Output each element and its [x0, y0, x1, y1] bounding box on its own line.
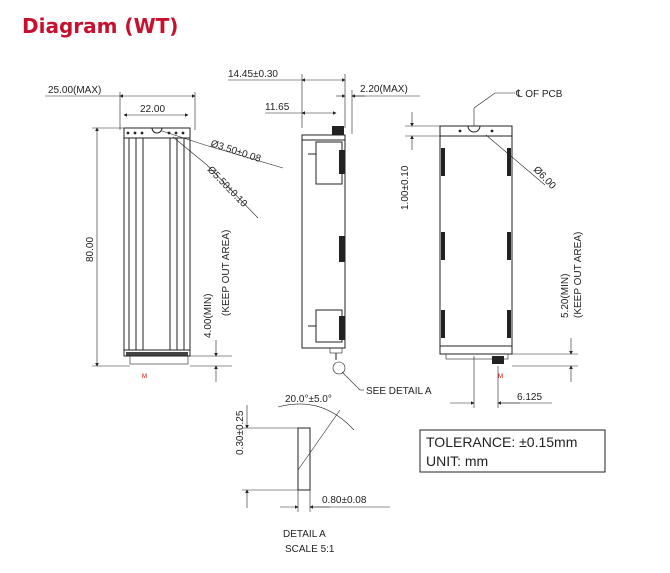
tolerance-line: TOLERANCE: ±0.15mm: [426, 434, 577, 450]
detail-scale: SCALE 5:1: [285, 544, 335, 555]
see-detail-label: SEE DETAIL A: [366, 386, 432, 397]
right-keepout-note: (KEEP OUT AREA): [573, 232, 584, 318]
unit-line: UNIT: mm: [426, 453, 488, 469]
detail-a: 20.0°±5.0° 0.30±0.25 0.80±0.08 DETAIL A …: [235, 394, 390, 555]
max-width-label: 25.00(MAX): [48, 85, 101, 96]
hole-small-label: Ø3.50±0.08: [209, 138, 262, 165]
angle-label: 20.0°±5.0°: [285, 394, 332, 405]
keepout-note: (KEEP OUT AREA): [221, 230, 232, 316]
top-gap-label: 1.00±0.10: [400, 165, 411, 210]
offset-label: 11.65: [265, 102, 290, 113]
page-title: Diagram (WT): [22, 14, 179, 38]
width-label: 22.00: [140, 104, 165, 115]
width-detail-label: 0.80±0.08: [322, 495, 367, 506]
length-label: 80.00: [85, 237, 96, 262]
pin-max-label: 2.20(MAX): [360, 84, 408, 95]
left-view: 25.00(MAX) 22.00 M 80.00 Ø3.50: [45, 85, 284, 382]
pcb-centerline-label: ℄ OF PCB: [515, 89, 563, 100]
right-hole-label: Ø6.00: [531, 164, 558, 192]
right-keepout-label: 5.20(MIN): [560, 274, 571, 318]
detail-title: DETAIL A: [283, 529, 326, 540]
height-label: 0.30±0.25: [235, 410, 246, 455]
side-view: 14.45±0.30 11.65 2.20(MAX) SEE DETAIL A: [228, 69, 432, 397]
right-view: ℄ OF PCB 1.00±0.10 M Ø6.00 5.20(MIN) (KE…: [400, 89, 584, 408]
hole-large-label: Ø5.50±0.10: [205, 164, 249, 210]
pin-offset-label: 6.125: [517, 392, 542, 403]
tolerance-box: TOLERANCE: ±0.15mm UNIT: mm: [419, 429, 606, 473]
thickness-label: 14.45±0.30: [228, 69, 278, 80]
left-marker: M: [142, 374, 147, 380]
keepout-label: 4.00(MIN): [203, 294, 214, 338]
right-marker: M: [498, 374, 503, 380]
